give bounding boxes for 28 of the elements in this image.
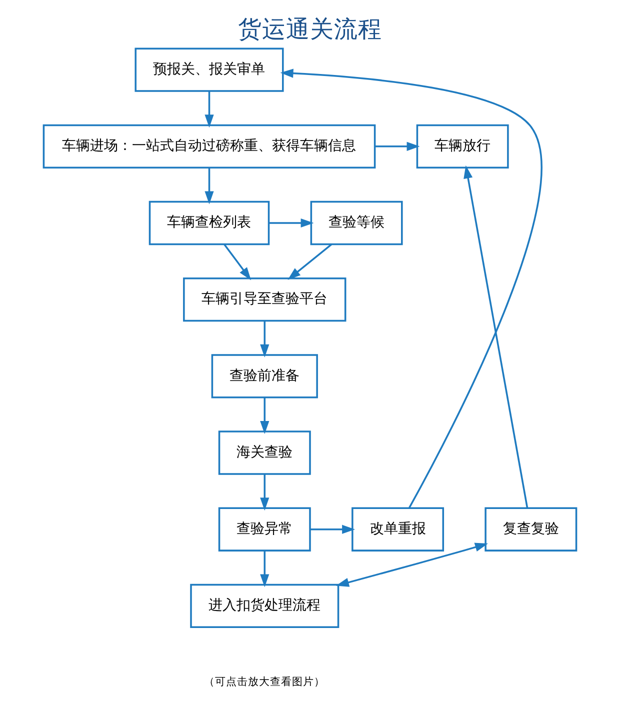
arrow <box>260 321 270 358</box>
node-box: 预报关、报关审单 <box>134 48 284 92</box>
arrow <box>260 550 270 588</box>
arrow <box>224 244 252 280</box>
node-box: 海关查验 <box>218 430 311 475</box>
arrow <box>310 524 356 534</box>
arrow <box>288 244 332 280</box>
arrow <box>464 165 528 508</box>
diagram-title: 货运通关流程 <box>238 14 382 43</box>
node-box: 改单重报 <box>352 507 444 552</box>
arrow <box>336 542 488 587</box>
node-box: 进入扣货处理流程 <box>190 584 340 628</box>
arrow <box>260 398 270 434</box>
arrow <box>280 68 542 508</box>
arrow <box>260 474 270 511</box>
caption: （可点击放大查看图片） <box>204 676 326 688</box>
node-box: 车辆查检列表 <box>148 200 270 246</box>
node-box: 查验前准备 <box>211 354 318 398</box>
arrow <box>204 168 214 204</box>
node-box: 复查复验 <box>484 507 578 552</box>
node-box: 查验异常 <box>218 507 311 552</box>
node-box: 车辆放行 <box>416 124 509 168</box>
arrow <box>204 91 214 128</box>
arrow <box>269 218 314 228</box>
node-box: 车辆引导至查验平台 <box>183 278 346 322</box>
arrow <box>375 142 420 151</box>
node-box: 车辆进场：一站式自动过磅称重、获得车辆信息 <box>42 124 376 168</box>
node-box: 查验等候 <box>310 200 403 246</box>
